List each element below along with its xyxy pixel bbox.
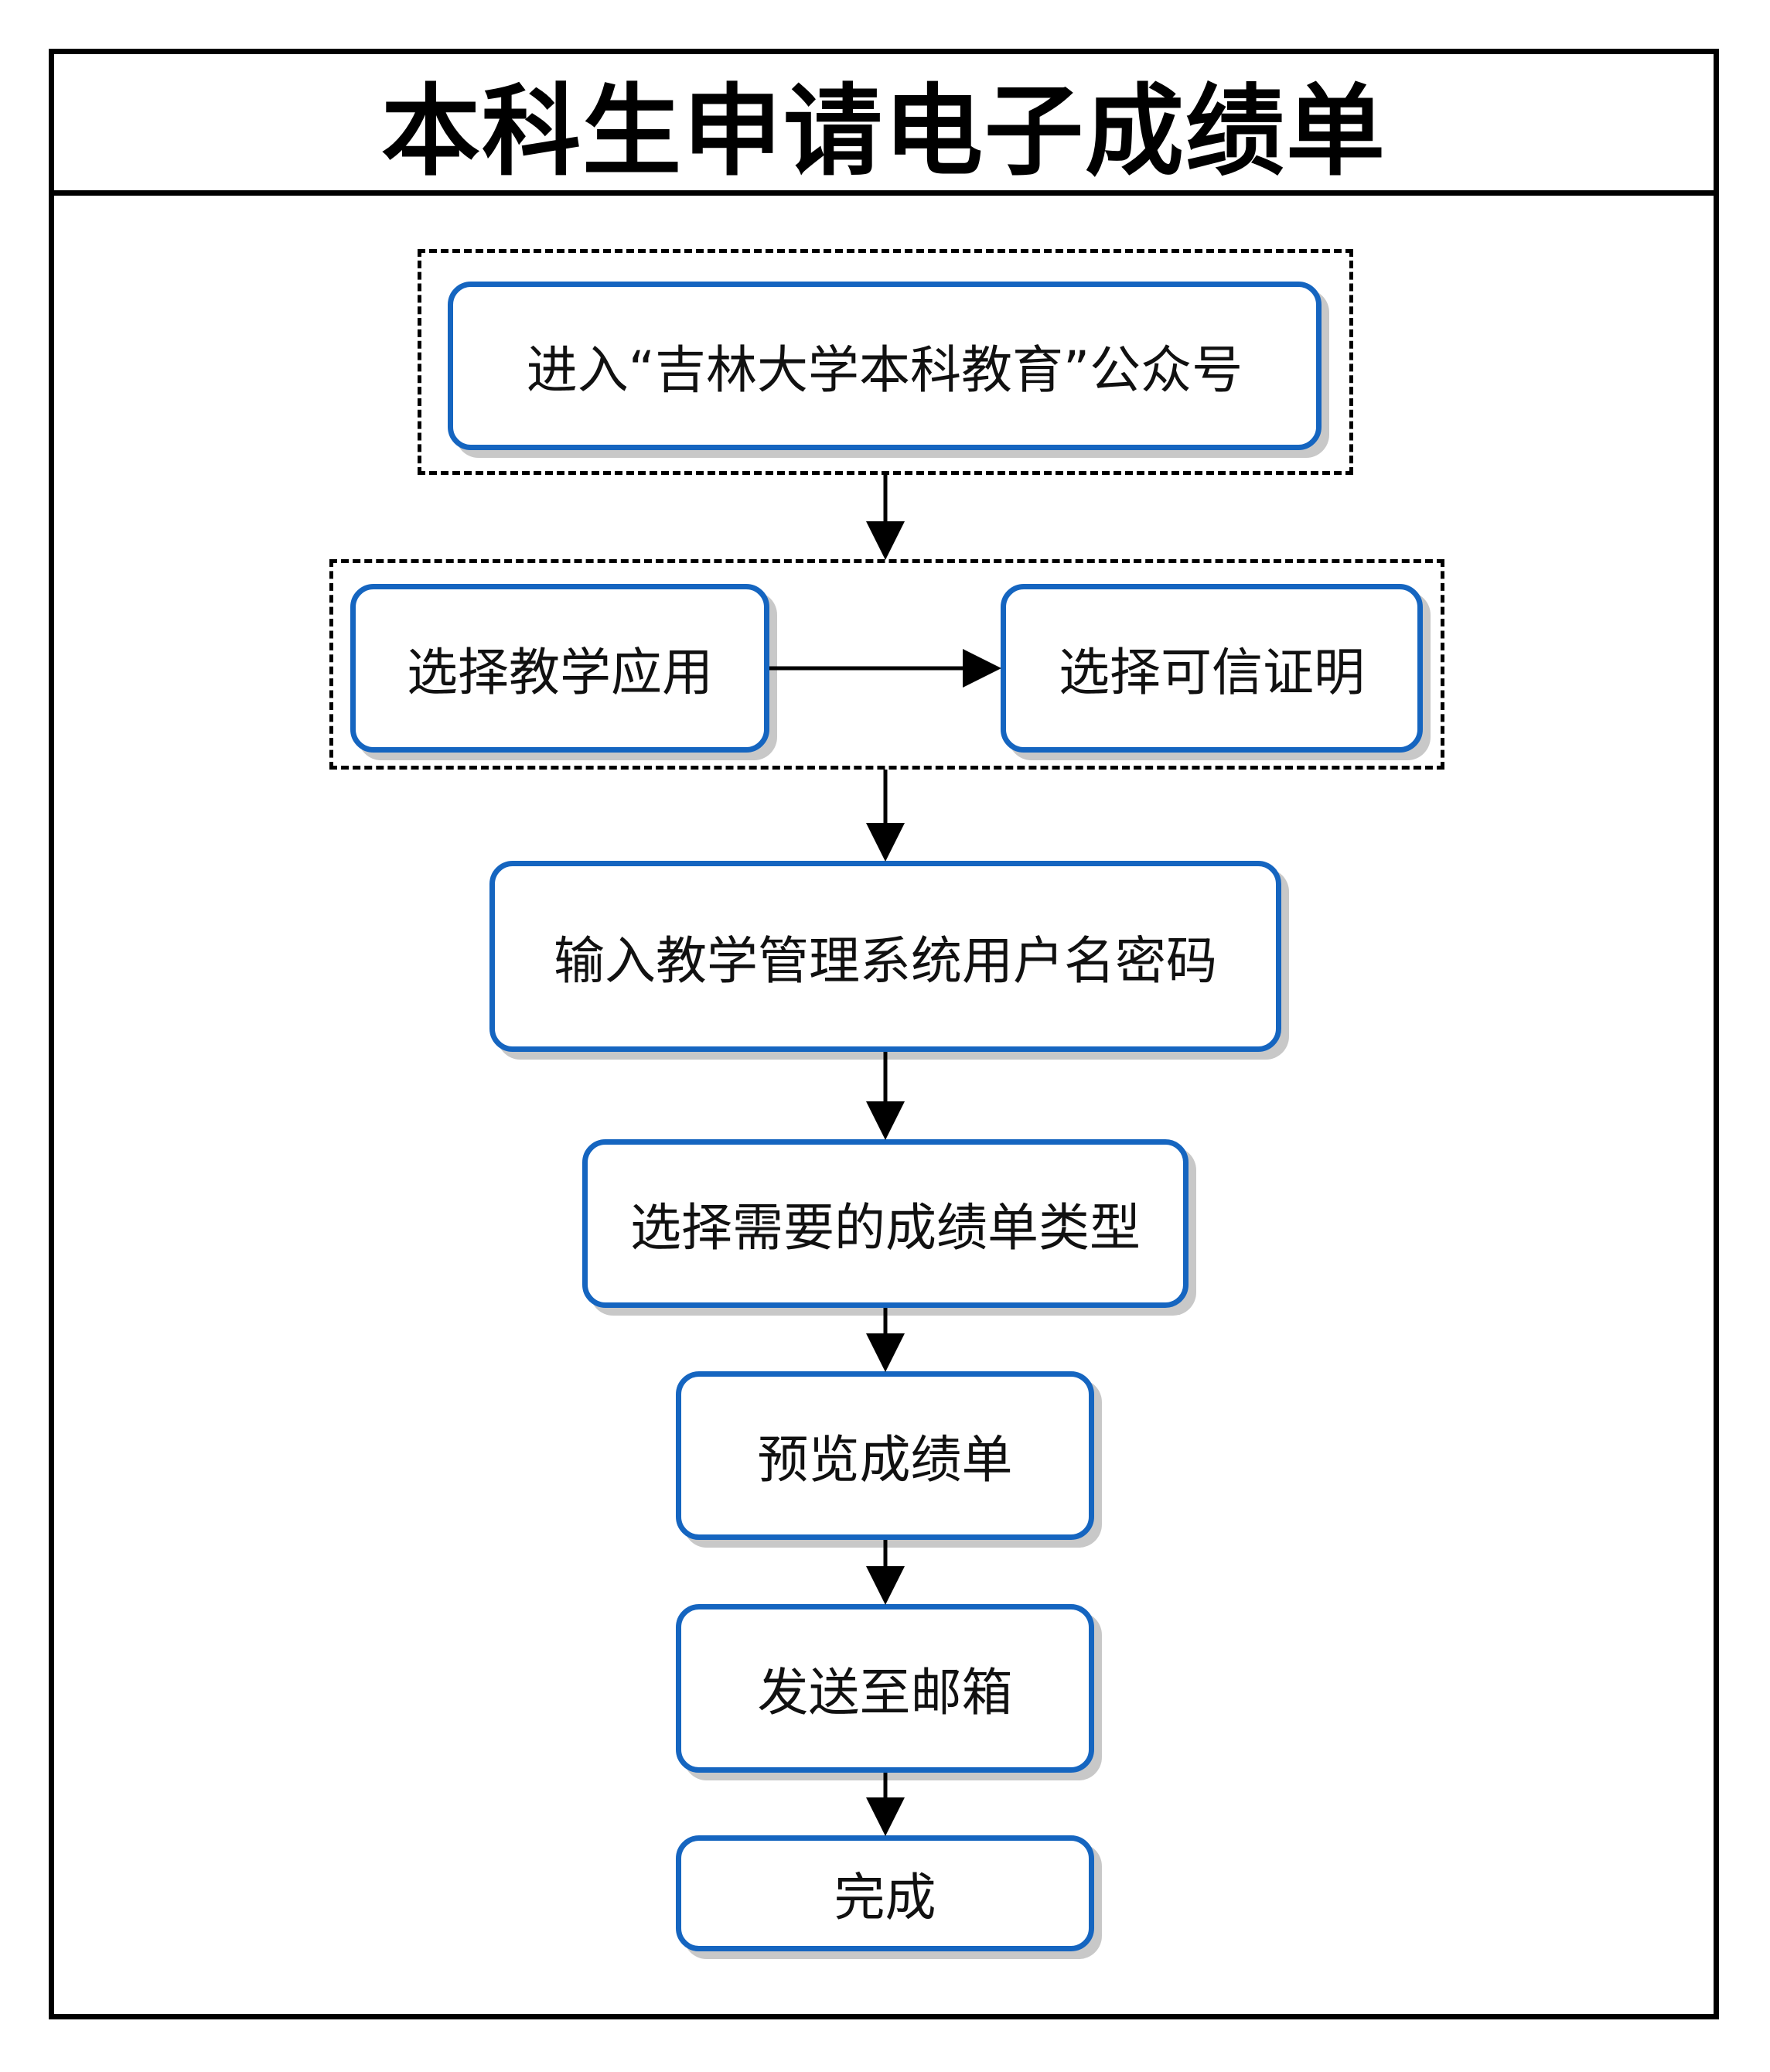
node-preview-transcript: 预览成绩单 [676, 1371, 1094, 1540]
diagram-title: 本科生申请电子成绩单 [380, 73, 1386, 189]
node-label: 发送至邮箱 [757, 1663, 1013, 1722]
node-complete: 完成 [676, 1835, 1094, 1951]
node-enter-credentials: 输入教学管理系统用户名密码 [489, 861, 1281, 1052]
node-select-trusted-certificate: 选择可信证明 [1001, 584, 1423, 753]
node-select-transcript-type: 选择需要的成绩单类型 [582, 1139, 1189, 1308]
node-select-teaching-app: 选择教学应用 [350, 584, 769, 753]
node-label: 完成 [834, 1868, 936, 1927]
title-bar: 本科生申请电子成绩单 [54, 54, 1714, 196]
node-label: 选择可信证明 [1059, 643, 1365, 702]
diagram-frame: 本科生申请电子成绩单 [49, 49, 1719, 2019]
group-step1 [418, 249, 1353, 475]
node-label: 预览成绩单 [757, 1430, 1013, 1490]
node-label: 输入教学管理系统用户名密码 [554, 930, 1217, 991]
node-send-to-email: 发送至邮箱 [676, 1604, 1094, 1773]
node-enter-official-account: 进入“吉林大学本科教育”公众号 [448, 282, 1322, 450]
node-label: 选择教学应用 [407, 643, 713, 702]
group-step2 [329, 559, 1444, 770]
node-label: 选择需要的成绩单类型 [630, 1198, 1141, 1258]
node-label: 进入“吉林大学本科教育”公众号 [526, 340, 1243, 400]
